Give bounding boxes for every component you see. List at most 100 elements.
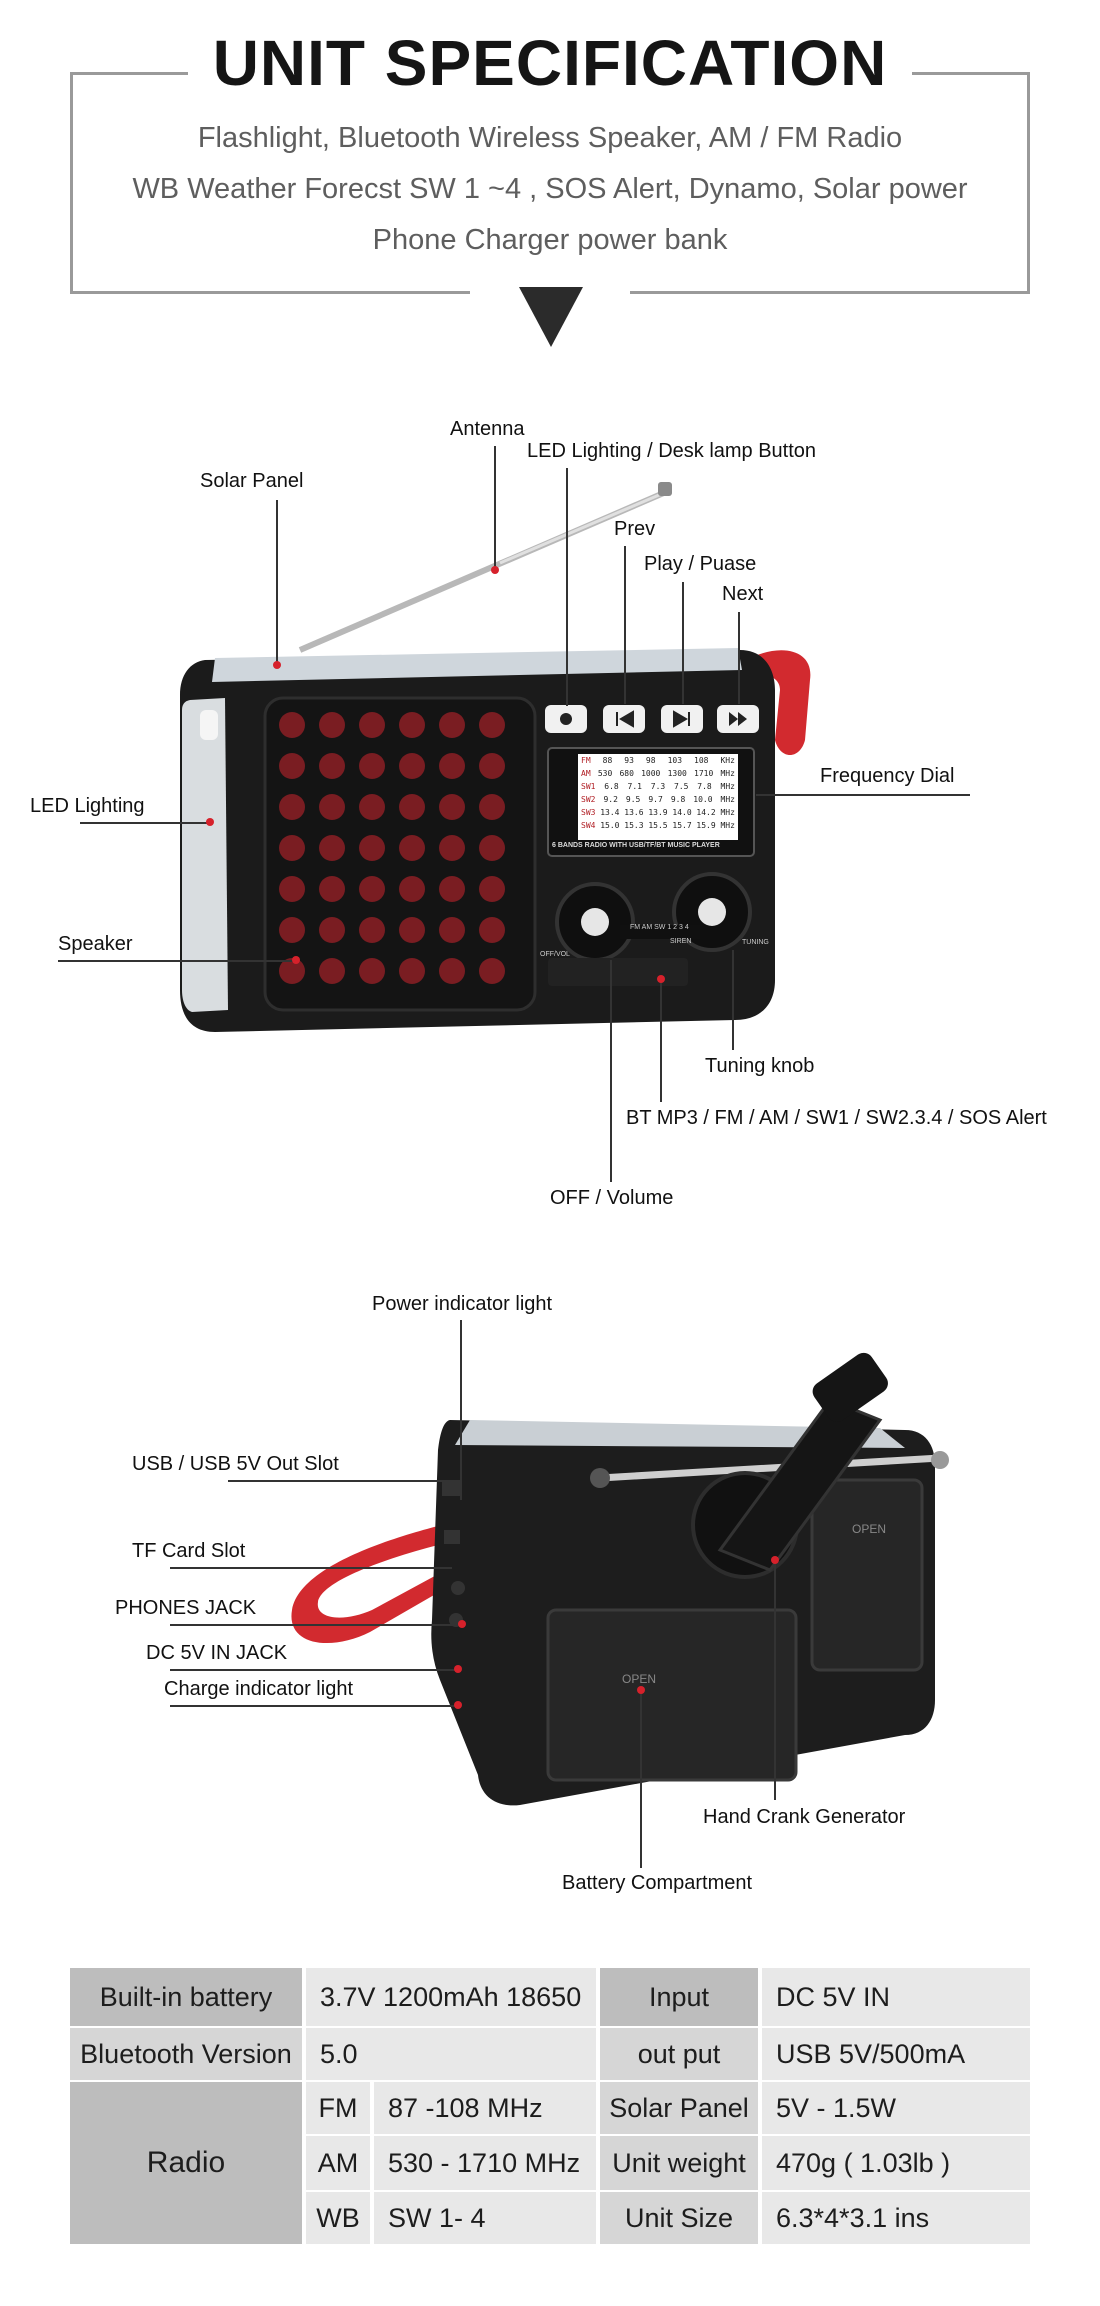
speaker-hole — [319, 876, 345, 902]
dial-value: 93 — [624, 756, 634, 765]
spec-wb-value: SW 1- 4 — [374, 2192, 598, 2244]
dial-value: 7.5 — [674, 782, 689, 791]
speaker-hole — [399, 835, 425, 861]
dial-value: 530 — [597, 769, 613, 778]
speaker-hole — [439, 835, 465, 861]
radio-back-illustration — [291, 1352, 949, 1806]
dial-value: 9.5 — [625, 795, 641, 804]
dial-value: 1000 — [641, 769, 661, 778]
leader-play — [682, 582, 684, 704]
label-dc-in: DC 5V IN JACK — [146, 1642, 288, 1664]
leader-charge-indicator — [170, 1705, 456, 1707]
siren-text: SIREN — [670, 938, 692, 945]
dial-value: 9.7 — [648, 795, 663, 804]
dot-speaker — [292, 956, 300, 964]
label-speaker: Speaker — [58, 933, 133, 955]
knob-left-text: OFF/VOL — [540, 951, 570, 958]
spec-solar-value: 5V - 1.5W — [762, 2082, 1030, 2134]
dial-value: 103 — [667, 756, 683, 765]
spec-input-label: Input — [600, 1968, 760, 2026]
spec-fm-value: 87 -108 MHz — [374, 2082, 598, 2134]
dial-value: 108 — [694, 756, 709, 765]
dial-value: 15.0 — [600, 821, 620, 830]
dial-value: SW4 — [581, 821, 596, 830]
dial-value: SW2 — [581, 795, 596, 804]
feature-line-3: Phone Charger power bank — [372, 224, 728, 256]
speaker-hole — [319, 794, 345, 820]
speaker-hole — [359, 917, 385, 943]
dial-value: 7.8 — [697, 782, 712, 791]
spec-solar-label: Solar Panel — [600, 2082, 760, 2134]
speaker-hole — [439, 958, 465, 984]
dial-value: MHz — [720, 821, 735, 830]
leader-mode — [660, 980, 662, 1102]
speaker-hole — [319, 835, 345, 861]
speaker-hole — [359, 835, 385, 861]
feature-line-1: Flashlight, Bluetooth Wireless Speaker, … — [197, 122, 903, 154]
dot-battery — [637, 1686, 645, 1694]
label-tf-card: TF Card Slot — [132, 1540, 246, 1562]
dot-antenna — [491, 566, 499, 574]
dot-dc-in — [454, 1665, 462, 1673]
radio-front-illustration — [180, 482, 811, 1032]
dial-value: 13.4 — [600, 808, 620, 817]
leader-off-volume — [610, 960, 612, 1182]
speaker-hole — [439, 753, 465, 779]
dot-led-lighting — [206, 818, 214, 826]
spec-bt-value: 5.0 — [306, 2028, 598, 2080]
dial-value: 9.2 — [603, 795, 618, 804]
dial-value: 88 — [602, 756, 613, 765]
leader-usb-out — [228, 1480, 450, 1482]
speaker-hole — [479, 876, 505, 902]
leader-led-lighting — [80, 822, 208, 824]
speaker-hole — [279, 917, 305, 943]
speaker-hole — [279, 753, 305, 779]
label-hand-crank: Hand Crank Generator — [703, 1806, 906, 1828]
dial-value: 14.2 — [696, 808, 716, 817]
label-next: Next — [722, 583, 764, 605]
page-title: UNIT SPECIFICATION — [212, 27, 888, 99]
label-phones-jack: PHONES JACK — [115, 1597, 257, 1619]
speaker-hole — [439, 794, 465, 820]
leader-phones-jack — [170, 1624, 460, 1626]
spec-bt-label: Bluetooth Version — [70, 2028, 304, 2080]
spec-am-value: 530 - 1710 MHz — [374, 2136, 598, 2190]
leader-hand-crank — [774, 1560, 776, 1800]
spec-input-value: DC 5V IN — [762, 1968, 1030, 2026]
spec-output-value: USB 5V/500mA — [762, 2028, 1030, 2080]
dot-hand-crank — [771, 1556, 779, 1564]
dot-phones-jack — [458, 1620, 466, 1628]
dot-charge-indicator — [454, 1701, 462, 1709]
speaker-hole — [359, 712, 385, 738]
dot-mode — [657, 975, 665, 983]
speaker-hole — [359, 753, 385, 779]
speaker-hole — [479, 794, 505, 820]
label-mode: BT MP3 / FM / AM / SW1 / SW2.3.4 / SOS A… — [626, 1107, 1047, 1129]
speaker-hole — [319, 712, 345, 738]
header-frame — [70, 72, 1030, 294]
speaker-hole — [279, 794, 305, 820]
dial-value: 7.1 — [627, 782, 642, 791]
label-frequency-dial: Frequency Dial — [820, 765, 955, 787]
spec-battery-value: 3.7V 1200mAh 18650 — [306, 1968, 598, 2026]
label-tuning-knob: Tuning knob — [705, 1055, 815, 1077]
frame-top-right — [912, 72, 1030, 75]
dial-value: MHz — [720, 769, 735, 778]
spec-radio-label: Radio — [70, 2082, 304, 2244]
leader-dc-in — [170, 1669, 456, 1671]
label-play: Play / Puase — [644, 553, 757, 575]
dial-value: 98 — [645, 756, 656, 765]
spec-weight-label: Unit weight — [600, 2136, 760, 2190]
knob-right-text: TUNING — [742, 939, 769, 946]
leader-tf-card — [170, 1567, 452, 1569]
dial-value: 9.8 — [670, 795, 686, 804]
dial-value: 13.6 — [624, 808, 644, 817]
frame-bottom-right — [630, 291, 1030, 294]
speaker-hole — [399, 753, 425, 779]
spec-am-label: AM — [306, 2136, 372, 2190]
